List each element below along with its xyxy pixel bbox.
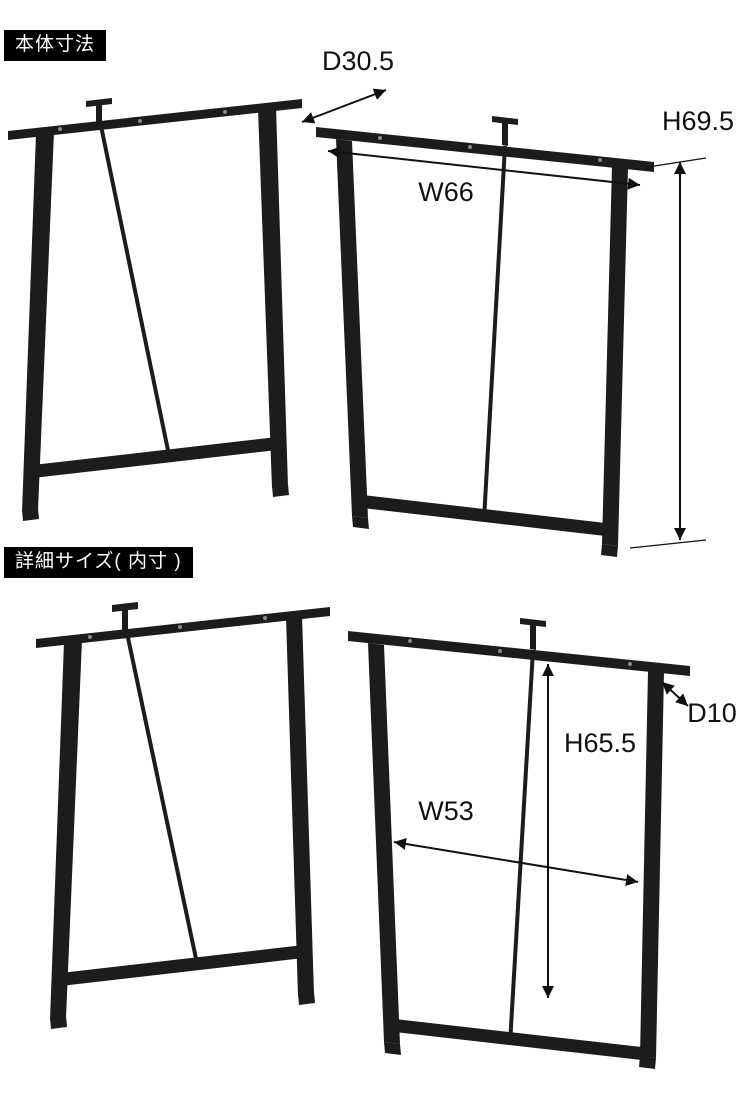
bottom-bar <box>24 436 286 479</box>
right-foot <box>272 484 289 497</box>
width-arrow <box>393 838 639 886</box>
dimension-width: W53 <box>393 796 639 886</box>
bottom-bar <box>386 1018 650 1061</box>
section-label-body-dimensions: 本体寸法 <box>4 30 107 61</box>
screw-hole <box>498 649 502 653</box>
screw-hole <box>138 119 142 123</box>
right-leg <box>640 671 664 1058</box>
dimension-label-width: W53 <box>418 796 474 826</box>
screw-hole <box>468 145 472 149</box>
dimension-label-depth: D10 <box>687 698 737 728</box>
dimension-height: H65.5 <box>542 664 636 998</box>
left-leg <box>368 643 400 1044</box>
dimension-height: H69.5 <box>629 106 734 549</box>
dimension-label-depth: D30.5 <box>322 46 394 76</box>
leg-frame-front <box>316 116 654 557</box>
screw-hole <box>178 625 182 629</box>
depth-arrow <box>661 681 689 707</box>
dimension-depth: D30.5 <box>301 46 394 124</box>
screw-hole <box>598 158 602 162</box>
right-leg <box>258 107 288 488</box>
section-body-dimensions: D30.5 W66 H69.5 <box>8 46 734 557</box>
top-plate <box>348 631 690 676</box>
left-leg <box>50 640 82 1020</box>
mount-tab-cap <box>492 116 518 125</box>
screw-hole <box>628 662 632 666</box>
left-foot <box>22 508 39 521</box>
screw-hole <box>58 127 62 131</box>
left-foot <box>352 516 369 529</box>
left-foot <box>50 1016 67 1029</box>
mount-tab-stem <box>502 121 508 146</box>
leg-frame-rear <box>8 98 302 521</box>
leg-frame-rear <box>36 602 330 1029</box>
top-plate <box>8 99 302 140</box>
width-arrow <box>327 146 641 190</box>
bottom-bar <box>52 944 312 987</box>
height-top-tick <box>647 157 707 168</box>
mount-tab-cap <box>520 618 546 627</box>
right-foot <box>639 1056 656 1069</box>
top-plate <box>316 127 654 172</box>
section-label-inner-dimensions: 詳細サイズ( 内寸 ) <box>4 547 193 578</box>
right-foot <box>601 544 618 557</box>
mount-tab-stem <box>530 623 536 650</box>
top-plate <box>36 607 330 648</box>
diagonal-brace <box>482 145 507 521</box>
dimension-depth: D10 <box>661 681 737 728</box>
left-leg <box>336 139 368 518</box>
diagonal-brace <box>99 125 172 461</box>
screw-hole <box>408 639 412 643</box>
dimension-label-height: H69.5 <box>662 106 734 136</box>
dimension-label-height: H65.5 <box>564 728 636 758</box>
screw-hole <box>223 110 227 114</box>
screw-hole <box>378 136 382 140</box>
diagonal-brace <box>508 649 535 1045</box>
mount-tab-stem <box>96 102 102 127</box>
leg-frame-front <box>348 618 690 1069</box>
right-leg <box>286 615 314 996</box>
left-leg <box>22 132 54 512</box>
diagonal-brace <box>125 632 200 969</box>
depth-arrow <box>301 88 387 124</box>
height-bottom-tick <box>629 539 707 549</box>
dimension-label-width: W66 <box>418 177 474 207</box>
screw-hole <box>88 635 92 639</box>
right-leg <box>602 166 628 546</box>
section-inner-dimensions: D10 H65.5 W53 <box>36 602 737 1069</box>
right-foot <box>298 992 315 1005</box>
mount-tab-cap <box>112 602 138 612</box>
dimension-width: W66 <box>327 146 641 207</box>
left-foot <box>384 1042 401 1055</box>
mount-tab-stem <box>122 607 128 633</box>
screw-hole <box>263 616 267 620</box>
